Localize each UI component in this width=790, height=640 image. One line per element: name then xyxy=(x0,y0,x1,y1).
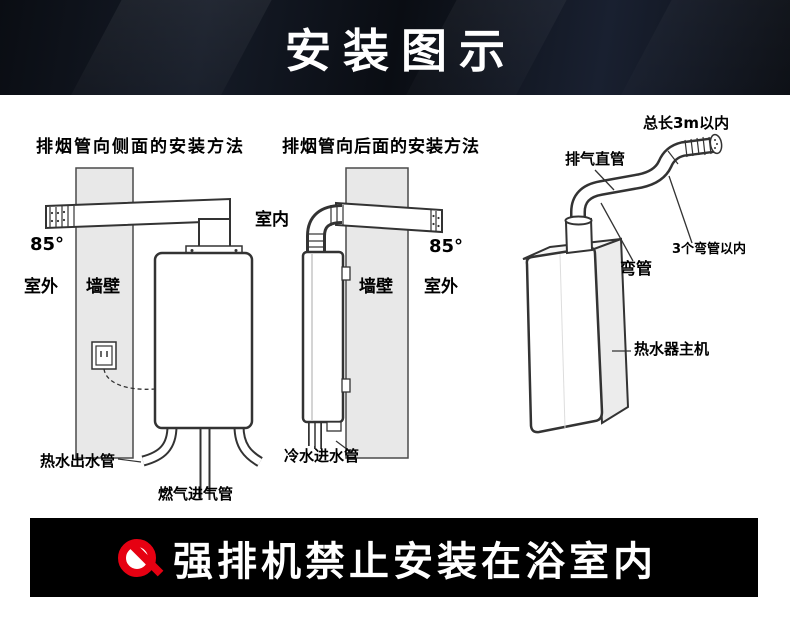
hot-water-pipe-label: 热水出水管 xyxy=(40,452,116,470)
rear-method-title: 排烟管向后面的安装方法 xyxy=(282,137,480,157)
bend-pipe-label: 弯管 xyxy=(620,259,653,278)
header-sheen xyxy=(602,0,790,95)
header-banner: 安装图示 xyxy=(0,0,790,95)
side-wall-label: 墙壁 xyxy=(86,277,120,297)
main-unit-label: 热水器主机 xyxy=(634,340,710,358)
leader-lines xyxy=(594,169,693,352)
straight-pipe-label: 排气直管 xyxy=(565,150,626,168)
rear-angle-label: 85° xyxy=(429,236,464,257)
cold-water-pipe-label: 冷水进水管 xyxy=(284,447,360,465)
rear-wall-label: 墙壁 xyxy=(359,277,393,297)
corrugation xyxy=(308,205,344,248)
header-sheen xyxy=(52,0,288,95)
vent-terminal xyxy=(430,210,437,231)
side-method-title: 排烟管向侧面的安装方法 xyxy=(36,137,245,157)
total-length-label: 总长3m以内 xyxy=(643,114,730,132)
power-cord xyxy=(103,368,156,390)
unit-diagram xyxy=(522,133,723,434)
side-outdoor-label: 室外 xyxy=(24,277,58,297)
heater-front-face xyxy=(525,246,604,434)
page-title: 安装图示 xyxy=(285,23,517,78)
rear-indoor-label: 室内 xyxy=(255,210,289,230)
water-heater-front xyxy=(153,251,254,430)
warning-text: 强排机禁止安装在浴室内 xyxy=(173,538,657,585)
warning-banner: 强排机禁止安装在浴室内 xyxy=(30,518,758,597)
rear-install-diagram xyxy=(301,167,443,459)
gas-pipe-label: 燃气进气管 xyxy=(158,485,234,503)
power-outlet-icon xyxy=(91,341,117,370)
water-heater-side xyxy=(301,250,345,424)
rear-outdoor-label: 室外 xyxy=(424,277,458,297)
prohibition-icon xyxy=(118,538,156,577)
side-angle-label: 85° xyxy=(30,234,65,255)
side-install-diagram xyxy=(45,167,263,500)
installation-diagrams-graphic xyxy=(45,133,723,500)
corrugation xyxy=(667,136,712,165)
max-bends-label: 3个弯管以内 xyxy=(672,242,747,257)
vent-terminal xyxy=(49,206,75,228)
